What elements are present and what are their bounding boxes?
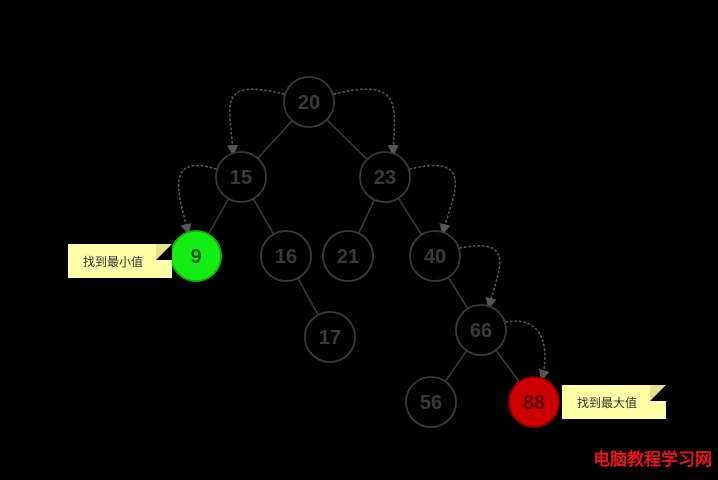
- node-circle: [409, 230, 461, 282]
- tree-edge-15-9: [207, 198, 230, 235]
- search-path-arrows: [177, 88, 550, 382]
- search-arrow-20-to-23: [333, 88, 399, 157]
- tree-edge-16-17: [297, 277, 319, 316]
- node-value: 15: [230, 167, 252, 189]
- min-found-note: 找到最小值: [68, 244, 172, 278]
- tree-edge-20-23: [326, 118, 368, 161]
- tree-edge-23-21: [357, 199, 376, 234]
- min-found-label: 找到最小值: [82, 254, 143, 269]
- site-watermark: 电脑教程学习网: [593, 450, 712, 470]
- tree-node-17: 17: [304, 311, 356, 363]
- tree-node-15: 15: [215, 151, 267, 203]
- node-value: 16: [275, 246, 297, 268]
- tree-node-9: 9: [170, 230, 222, 282]
- search-arrow-15-to-9: [177, 164, 217, 236]
- node-value: 66: [470, 320, 492, 342]
- node-value: 56: [420, 392, 442, 414]
- node-circle: [455, 304, 507, 356]
- tree-nodes: 20 15 23 9 16 21 40 17 66 56 88: [170, 76, 560, 428]
- tree-node-66: 66: [455, 304, 507, 356]
- tree-node-40: 40: [409, 230, 461, 282]
- tree-edges: [207, 118, 520, 383]
- tree-edge-66-88: [495, 349, 520, 383]
- tree-node-23: 23: [359, 151, 411, 203]
- max-found-note: 找到最大值: [562, 385, 666, 419]
- tree-edge-40-66: [447, 276, 469, 310]
- tree-node-56: 56: [405, 376, 457, 428]
- node-value: 21: [337, 246, 359, 268]
- node-circle: [304, 311, 356, 363]
- node-value: 40: [424, 246, 446, 268]
- search-arrow-23-to-40: [409, 164, 457, 236]
- node-value: 20: [298, 92, 320, 114]
- node-value: 88: [523, 392, 545, 414]
- node-circle: [508, 376, 560, 428]
- node-value: 23: [374, 167, 396, 189]
- node-circle: [359, 151, 411, 203]
- search-arrow-66-to-88: [505, 320, 550, 382]
- node-value: 9: [190, 246, 201, 268]
- tree-edge-23-40: [397, 197, 423, 236]
- tree-edge-15-16: [252, 198, 275, 235]
- node-circle: [405, 376, 457, 428]
- tree-edge-20-15: [257, 119, 293, 160]
- node-circle: [215, 151, 267, 203]
- tree-node-21: 21: [322, 230, 374, 282]
- node-circle: [260, 230, 312, 282]
- node-circle: [283, 76, 335, 128]
- node-circle: [322, 230, 374, 282]
- tree-node-88: 88: [508, 376, 560, 428]
- tree-node-20: 20: [283, 76, 335, 128]
- note-fold-corner: [156, 244, 172, 260]
- tree-node-16: 16: [260, 230, 312, 282]
- max-found-label: 找到最大值: [576, 395, 637, 410]
- search-arrow-20-to-15: [227, 88, 285, 157]
- node-value: 17: [319, 327, 341, 349]
- tree-edge-66-56: [444, 350, 468, 382]
- search-arrow-40-to-66: [459, 245, 501, 310]
- note-fold-corner: [650, 385, 666, 401]
